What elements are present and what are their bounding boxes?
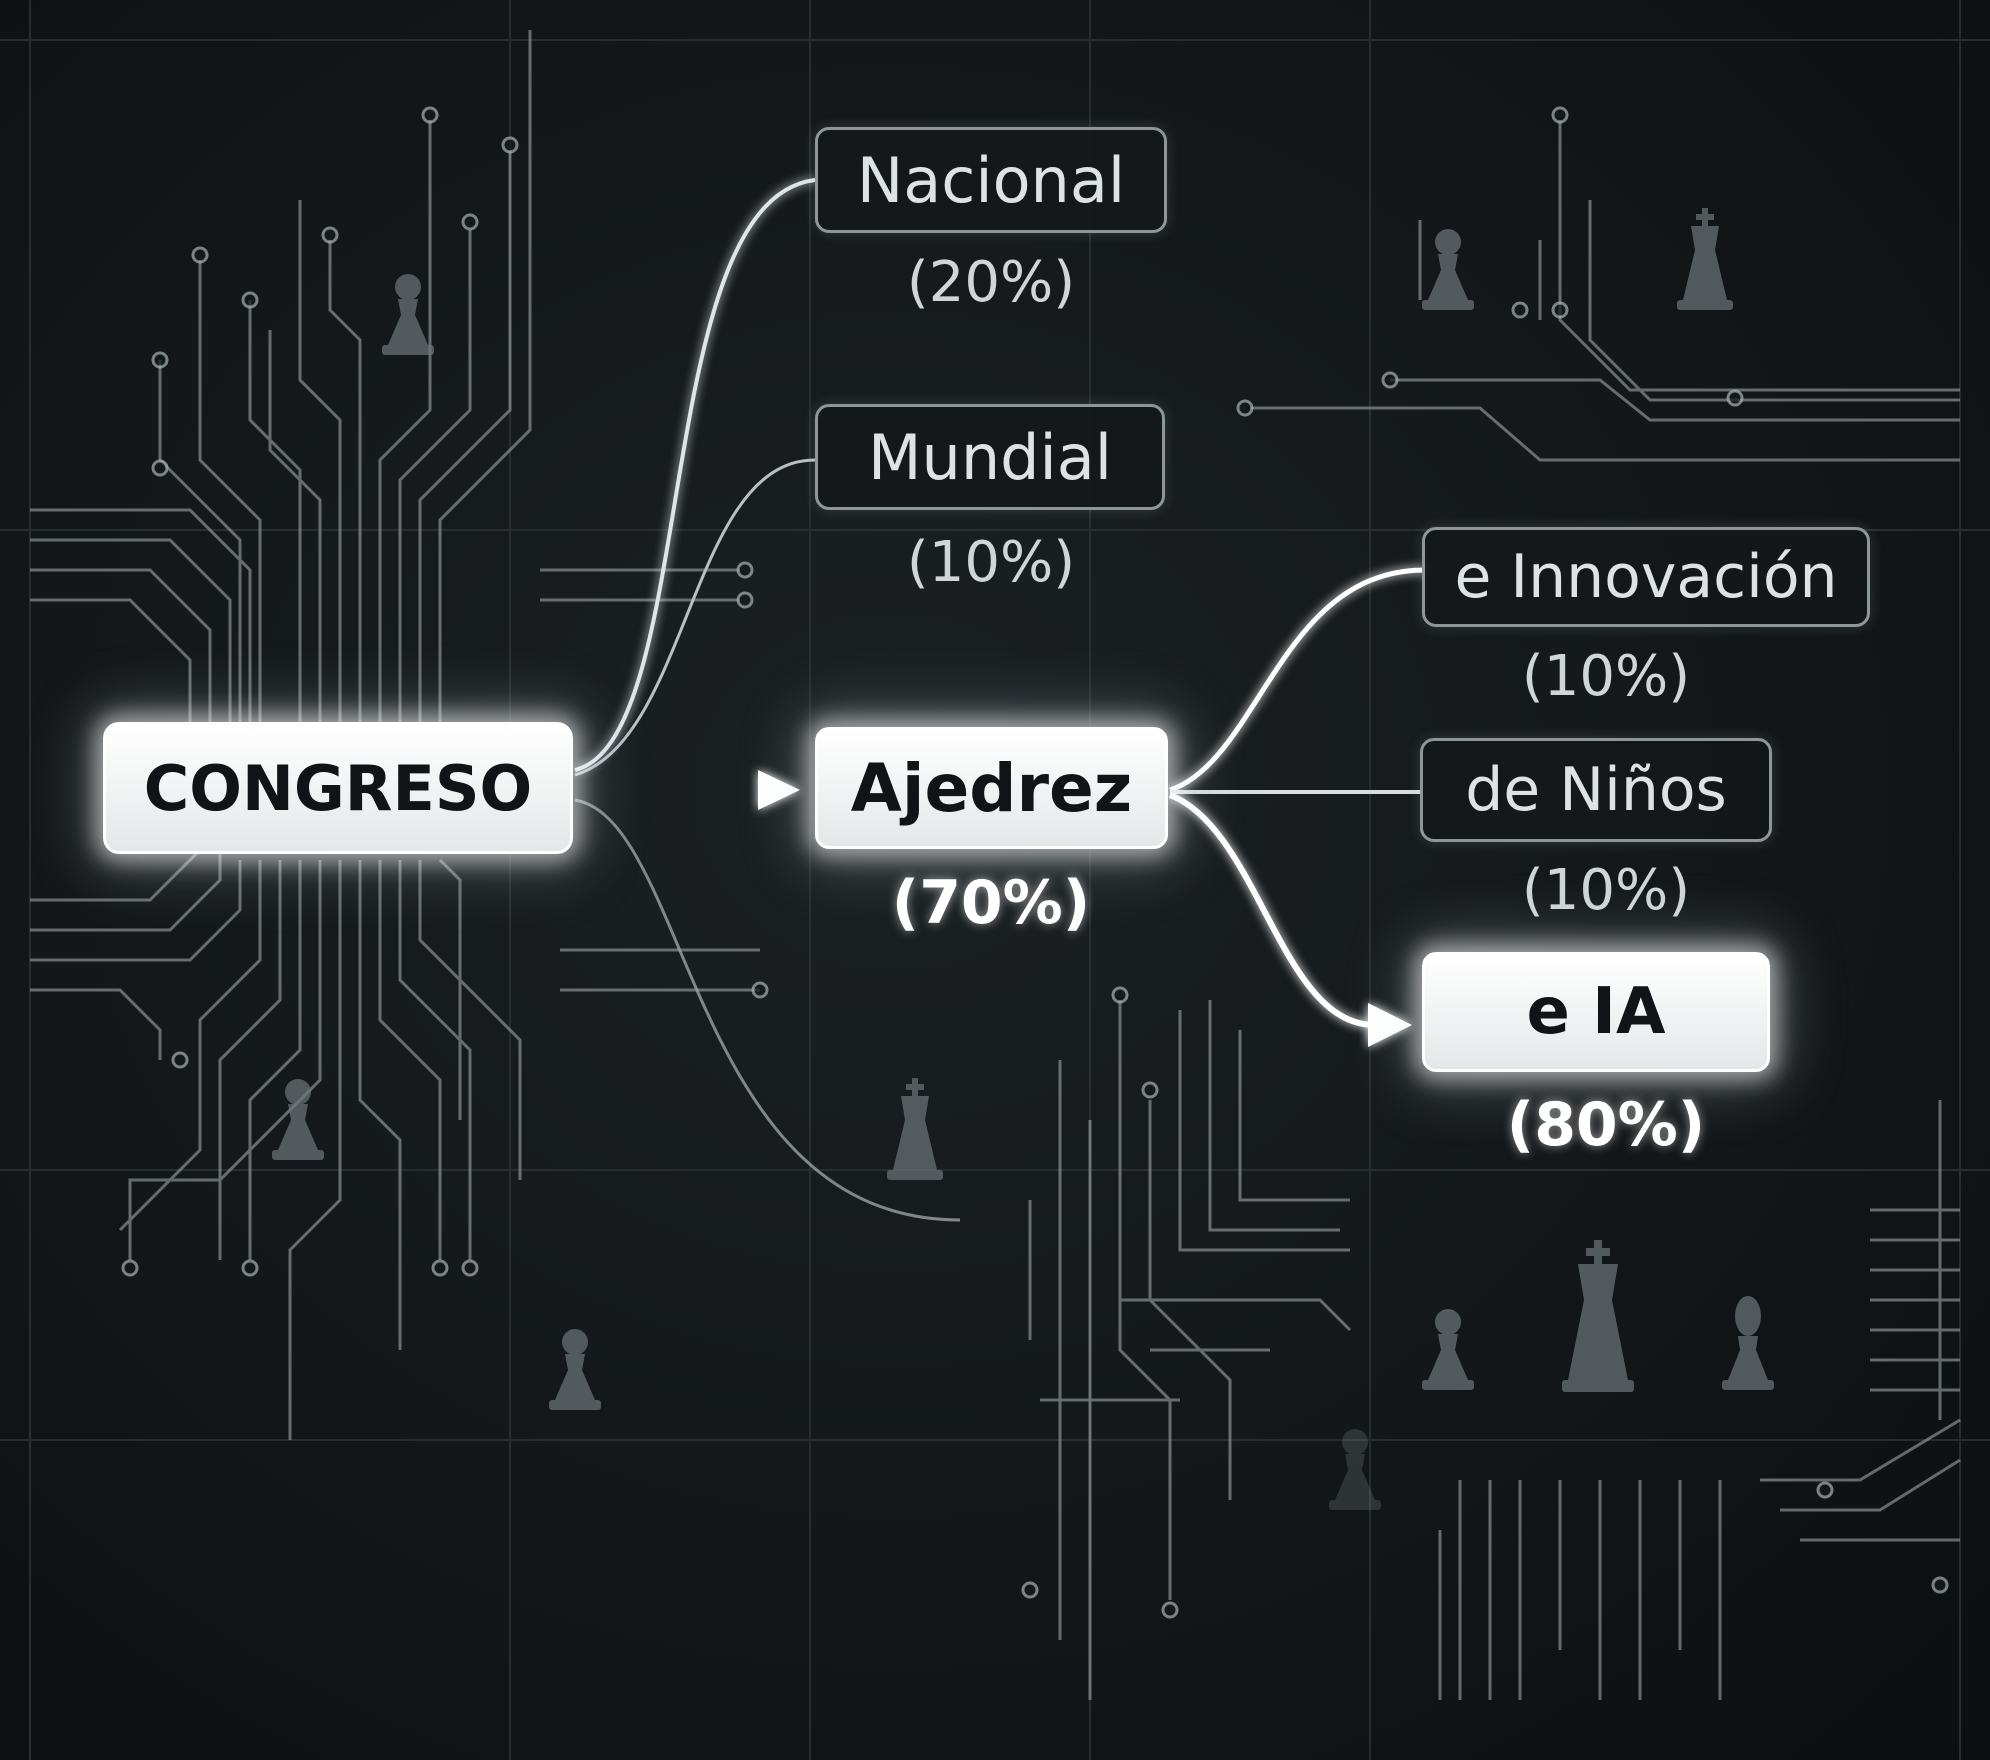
root-node-congreso: CONGRESO — [103, 722, 573, 854]
branch-label-mundial: Mundial — [868, 420, 1112, 494]
connector-ajedrez-ia — [1168, 792, 1376, 1028]
root-node-label: CONGRESO — [143, 751, 533, 825]
branch-label-ajedrez: Ajedrez — [850, 749, 1133, 827]
branch-node-nacional: Nacional — [815, 127, 1167, 233]
connector-congreso-lower — [574, 798, 961, 1222]
pawn-icon — [1422, 229, 1474, 310]
pawn-icon — [1329, 1429, 1381, 1510]
pawn-icon — [382, 274, 434, 355]
arrowhead-ajedrez — [758, 770, 800, 810]
arrowhead-ia — [1368, 1003, 1412, 1047]
percent-nacional: (20%) — [906, 250, 1076, 315]
branch-node-ajedrez: Ajedrez — [815, 727, 1168, 849]
percent-ia: (80%) — [1506, 1090, 1706, 1160]
connector-congreso-nacional — [574, 178, 816, 772]
percent-ninos: (10%) — [1521, 858, 1691, 923]
pawn-icon — [1422, 1309, 1474, 1390]
sub-node-ninos: de Niños — [1420, 738, 1772, 842]
king-icon — [887, 1078, 943, 1180]
chess-pieces — [272, 208, 1774, 1510]
sub-label-ninos: de Niños — [1465, 755, 1727, 825]
sub-label-ia: e IA — [1526, 975, 1666, 1049]
percent-mundial: (10%) — [906, 530, 1076, 595]
connector-congreso-mundial — [574, 458, 816, 777]
bishop-icon — [1722, 1296, 1774, 1390]
sub-node-ia: e IA — [1422, 952, 1770, 1072]
king-icon — [1562, 1240, 1634, 1392]
pawn-icon — [272, 1079, 324, 1160]
sub-label-innovacion: e Innovación — [1454, 542, 1838, 612]
sub-node-innovacion: e Innovación — [1422, 527, 1870, 627]
pawn-icon — [549, 1329, 601, 1410]
circuit-nodes — [121, 106, 1949, 1619]
percent-innovacion: (10%) — [1521, 644, 1691, 709]
branch-label-nacional: Nacional — [856, 143, 1126, 217]
percent-ajedrez: (70%) — [891, 868, 1091, 938]
king-icon — [1677, 208, 1733, 310]
connector-ajedrez-innovacion — [1169, 567, 1426, 793]
branch-node-mundial: Mundial — [815, 404, 1165, 510]
